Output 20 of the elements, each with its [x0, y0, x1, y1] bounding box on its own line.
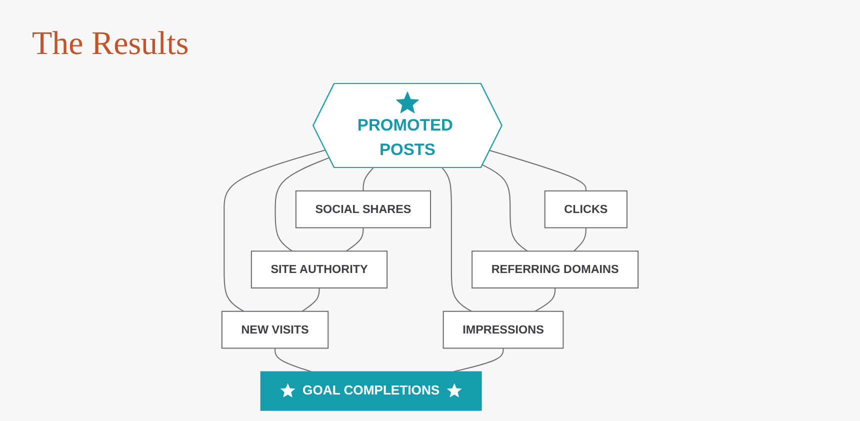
node-box: IMPRESSIONS: [442, 310, 564, 349]
connector: [490, 150, 586, 191]
node-box: SITE AUTHORITY: [250, 250, 388, 288]
node-box: GOAL COMPLETIONS: [260, 371, 482, 411]
node-box: REFERRING DOMAINS: [472, 250, 639, 288]
node-box: NEW VISITS: [221, 310, 329, 349]
node-box: SOCIAL SHARES: [295, 190, 432, 228]
connector: [442, 168, 472, 312]
connector: [482, 164, 528, 252]
connector: [534, 288, 556, 312]
connector: [274, 157, 330, 252]
connector: [574, 228, 586, 252]
connector: [362, 168, 374, 191]
connector: [302, 288, 320, 312]
connector: [346, 228, 364, 252]
connector: [224, 149, 326, 312]
diagram-title: The Results: [32, 26, 189, 64]
node-box: CLICKS: [544, 190, 628, 228]
connector: [453, 348, 504, 372]
connector: [274, 348, 312, 372]
